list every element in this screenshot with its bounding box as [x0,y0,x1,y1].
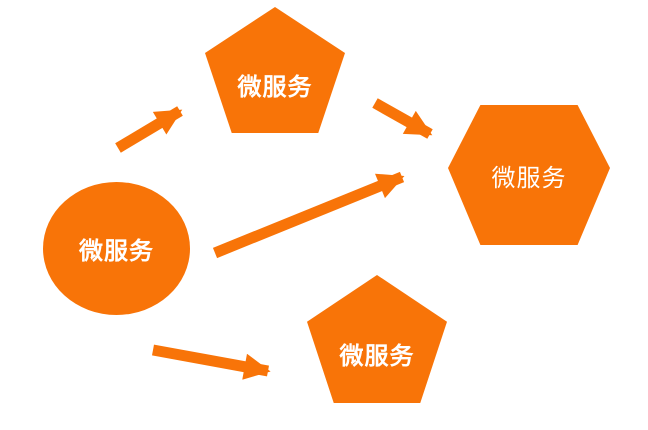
node-label: 微服务 [491,164,567,192]
arrow-pentagon-top-to-hexagon [372,98,433,139]
node-circle-source: 微服务 [43,182,190,315]
arrow-circle-to-pentagon-bottom [152,344,271,380]
arrow-circle-to-hexagon [212,171,405,259]
node-pentagon-top: 微服务 [205,7,345,133]
node-label: 微服务 [237,73,313,101]
node-label: 微服务 [79,238,154,265]
node-label: 微服务 [339,342,415,370]
node-hexagon-right: 微服务 [448,105,610,245]
arrow-circle-to-pentagon-top [115,106,183,153]
node-pentagon-bottom: 微服务 [307,275,447,403]
